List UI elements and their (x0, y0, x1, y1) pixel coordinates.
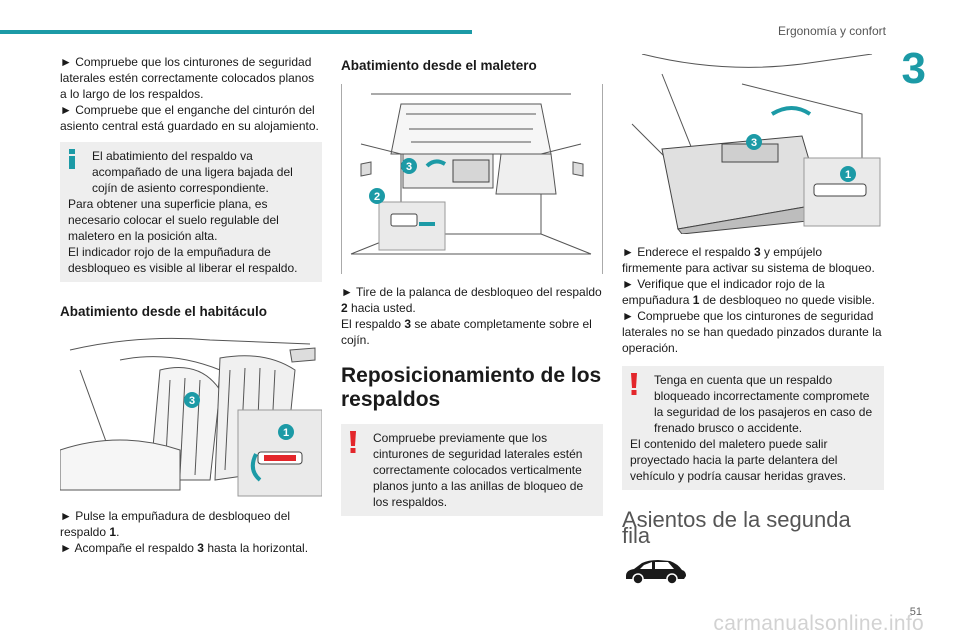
section-second-row-seats: Asientos de la segunda fila (622, 507, 851, 548)
check-belts-step: ► Compruebe que los cinturones de seguri… (60, 55, 315, 101)
warning-icon (631, 373, 637, 395)
info-note: El abatimiento del respaldo va acompañad… (60, 142, 322, 282)
page-number: 51 (909, 606, 922, 618)
backrest-folds-text: El respaldo 3 se abate completamente sob… (341, 317, 592, 347)
warning-note-2: Tenga en cuenta que un respaldo bloquead… (622, 366, 884, 490)
repositioning-illustration: 3 1 (622, 54, 884, 234)
watermark: carmanualsonline.info (713, 612, 924, 635)
column-1: ► Compruebe que los cinturones de seguri… (60, 54, 322, 556)
straighten-backrest-step: ► Enderece el respaldo 3 y empújelo firm… (622, 245, 875, 275)
column-3: 3 1 ► Enderece el respaldo 3 y empújelo … (622, 54, 884, 590)
seat-drawing: 3 1 (60, 330, 322, 498)
info-note-text-3: El indicador rojo de la empuñadura de de… (68, 245, 298, 275)
info-icon (69, 149, 75, 169)
header-accent-bar (0, 30, 472, 34)
check-belts-pinched-step: ► Compruebe que los cinturones de seguri… (622, 309, 882, 355)
warning-note: Compruebe previamente que los cinturones… (341, 424, 603, 516)
section-repositioning: Reposicionamiento de los respaldos (341, 364, 602, 411)
section-trunk-folding: Abatimiento desde el maletero (341, 58, 537, 73)
check-buckle-step: ► Compruebe que el enganche del cinturón… (60, 103, 319, 133)
trunk-drawing: 3 2 (341, 84, 603, 274)
section-cabin-folding: Abatimiento desde el habitáculo (60, 304, 268, 319)
callout-3: 3 (751, 137, 757, 149)
callout-1: 1 (283, 427, 289, 439)
chapter-number: 3 (901, 44, 926, 93)
car-icon (626, 560, 686, 585)
press-handle-step: ► Pulse la empuñadura de desbloqueo del … (60, 509, 291, 539)
chapter-title: Ergonomía y confort (777, 24, 886, 38)
callout-3: 3 (406, 161, 412, 173)
callout-3: 3 (189, 395, 195, 407)
repositioning-drawing: 3 1 (622, 54, 884, 234)
warning-icon (350, 431, 356, 453)
column-2: Abatimiento desde el maletero (341, 54, 603, 516)
trunk-folding-illustration: 3 2 (341, 84, 603, 274)
warning-note-text: Compruebe previamente que los cinturones… (373, 431, 584, 509)
callout-1: 1 (845, 169, 851, 181)
guide-backrest-step: ► Acompañe el respaldo 3 hasta la horizo… (60, 541, 309, 555)
verify-indicator-step: ► Verifique que el indicador rojo de la … (622, 277, 875, 307)
warning-note-2-text-1: Tenga en cuenta que un respaldo bloquead… (654, 373, 873, 435)
pull-lever-step: ► Tire de la palanca de desbloqueo del r… (341, 285, 602, 315)
cabin-folding-illustration: 3 1 (60, 330, 322, 498)
info-note-text-2: Para obtener una superficie plana, es ne… (68, 197, 279, 243)
warning-note-2-text-2: El contenido del maletero puede salir pr… (630, 437, 847, 483)
callout-2: 2 (374, 191, 380, 203)
info-note-text-1: El abatimiento del respaldo va acompañad… (92, 149, 293, 195)
